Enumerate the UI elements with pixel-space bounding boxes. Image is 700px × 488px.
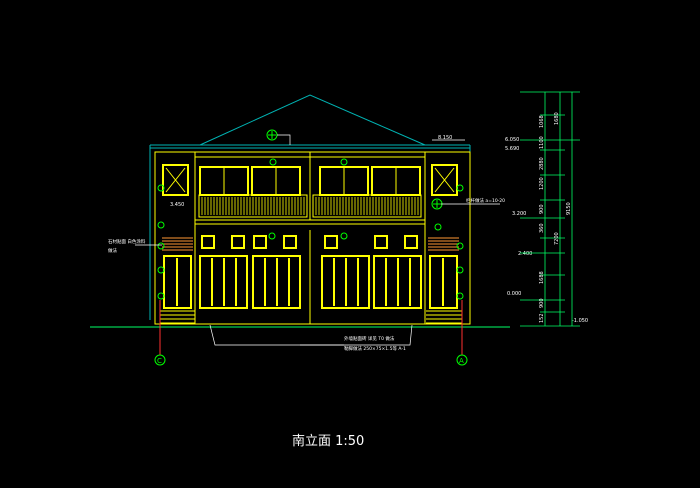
dim-outer-2: 7200: [554, 232, 560, 245]
note-right: 栏杆做法 a=10-20: [466, 197, 505, 204]
dim-8: 900: [539, 298, 545, 308]
elev-0000: 0.000: [507, 291, 521, 297]
entry-steps: [160, 310, 462, 324]
dim-outer-1: 1680: [554, 112, 560, 125]
elev-6050: 6.050: [505, 137, 519, 143]
elev-3200: 3.200: [512, 211, 526, 217]
dimension-texts: 1068 1100 1200 2880 900 360 1688 900 152…: [539, 112, 572, 323]
dimension-chain: [520, 91, 580, 327]
awnings: [162, 237, 459, 251]
elev-8150: 8.150: [438, 135, 452, 141]
elev-3450: 3.450: [170, 202, 184, 208]
axis-a-label: A: [459, 357, 464, 365]
elev-5690: 5.690: [505, 146, 519, 152]
axis-markers: C A: [154, 300, 468, 366]
dim-5: 900: [539, 204, 545, 214]
elevation-labels: 8.150 6.050 5.690 3.450 3.200 2.400 0.00…: [170, 135, 588, 324]
ground-doors: [163, 255, 458, 309]
dim-total: 9150: [566, 202, 572, 215]
notes: 石材贴面 白色涂料 做法 栏杆做法 a=10-20 外墙贴面砖 详见 T0 做法…: [108, 197, 505, 352]
dim-4: 2880: [539, 157, 545, 170]
dim-7: 1688: [539, 271, 545, 284]
leader-lines: [135, 134, 500, 346]
note-left-1: 石材贴面 白色涂料: [108, 238, 146, 245]
small-windows: [201, 235, 418, 249]
elev-minus1050: -1.050: [572, 318, 588, 324]
dim-9: 152: [539, 313, 545, 323]
balcony-railing: [201, 197, 419, 215]
note-bottom-1: 外墙贴面砖 详见 T0 做法: [344, 335, 395, 342]
dim-2: 1100: [539, 136, 545, 149]
dim-6: 360: [539, 223, 545, 233]
elev-2400: 2.400: [518, 251, 532, 257]
callout-markers: [157, 129, 464, 300]
note-left-2: 做法: [108, 247, 117, 254]
drawing-title: 南立面 1:50: [292, 434, 365, 449]
dim-3: 1200: [539, 177, 545, 190]
dim-1: 1068: [539, 115, 545, 128]
axis-c-label: C: [157, 357, 162, 365]
note-bottom-2: 勒脚做法 250×75×1.5等 A-1: [344, 345, 406, 352]
facade: [154, 151, 471, 325]
